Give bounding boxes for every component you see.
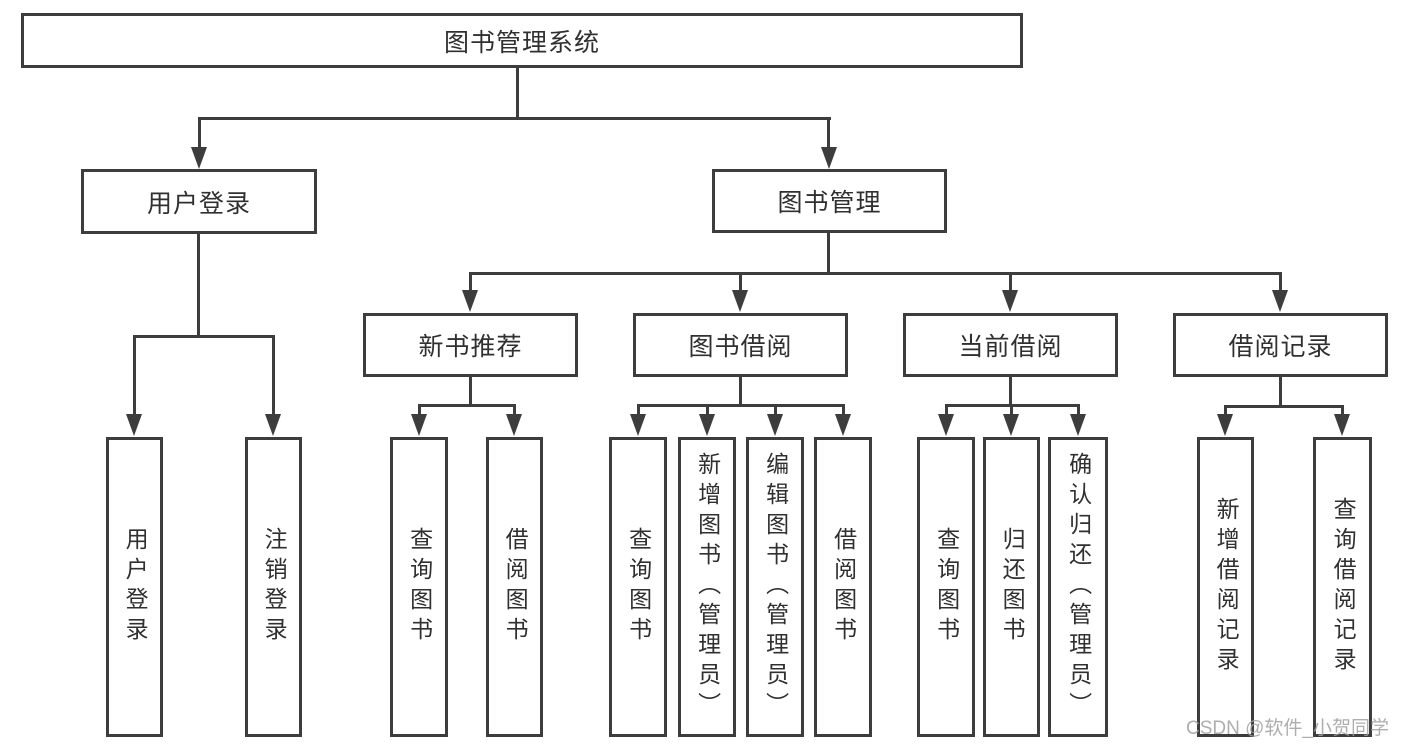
- node-book-borrowing: 图书借阅: [633, 313, 848, 377]
- node-borrowing-records-label: 借阅记录: [1228, 333, 1333, 361]
- arrowhead-down-icon: [126, 414, 142, 436]
- connector-line: [418, 404, 421, 415]
- connector-line: [272, 335, 275, 415]
- arrowhead-down-icon: [767, 414, 783, 436]
- node-edit-books-admin: 编辑图书（管理员）: [746, 437, 804, 737]
- node-book-management-label: 图书管理: [777, 189, 882, 217]
- node-query-books-current-label: 查询图书: [933, 527, 960, 647]
- connector-line: [133, 335, 136, 415]
- connector-line: [516, 68, 519, 120]
- arrowhead-down-icon: [938, 414, 954, 436]
- node-borrow-books-label: 借阅图书: [830, 527, 857, 647]
- node-current-borrowing: 当前借阅: [903, 313, 1118, 377]
- node-return-books: 归还图书: [983, 437, 1040, 737]
- arrowhead-down-icon: [1003, 414, 1019, 436]
- node-user-login-leaf: 用户登录: [106, 437, 163, 737]
- connector-line: [1224, 405, 1344, 408]
- node-query-books-recommend-label: 查询图书: [406, 527, 433, 647]
- connector-line: [945, 404, 948, 415]
- node-query-books-borrow: 查询图书: [609, 437, 667, 737]
- arrowhead-down-icon: [1002, 290, 1018, 312]
- node-query-books-recommend: 查询图书: [390, 437, 448, 737]
- connector-line: [198, 117, 201, 150]
- node-confirm-return-admin-label: 确认归还（管理员）: [1065, 452, 1092, 722]
- node-query-books-current: 查询图书: [917, 437, 975, 737]
- connector-line: [469, 272, 1282, 275]
- connector-line: [827, 233, 830, 275]
- node-add-borrow-record-label: 新增借阅记录: [1213, 497, 1240, 677]
- connector-line: [469, 272, 472, 292]
- node-library-management-system: 图书管理系统: [21, 13, 1023, 68]
- node-user-login-label: 用户登录: [146, 189, 251, 218]
- connector-line: [198, 117, 831, 120]
- node-confirm-return-admin: 确认归还（管理员）: [1048, 437, 1108, 737]
- watermark: CSDN @软件_小贺同学: [1186, 718, 1389, 739]
- arrowhead-down-icon: [630, 414, 646, 436]
- arrowhead-down-icon: [506, 414, 522, 436]
- arrowhead-down-icon: [1217, 414, 1233, 436]
- node-new-book-recommendation-label: 新书推荐: [418, 333, 523, 361]
- connector-line: [637, 404, 845, 407]
- node-return-books-label: 归还图书: [999, 527, 1026, 647]
- connector-line: [1009, 272, 1012, 292]
- node-user-login-leaf-label: 用户登录: [122, 527, 149, 647]
- connector-line: [842, 404, 845, 415]
- connector-line: [1077, 404, 1080, 415]
- arrowhead-down-icon: [732, 290, 748, 312]
- arrowhead-down-icon: [191, 147, 207, 169]
- arrowhead-down-icon: [411, 414, 427, 436]
- node-borrow-books-recommend: 借阅图书: [486, 437, 543, 737]
- connector-line: [469, 377, 472, 407]
- node-user-login: 用户登录: [81, 169, 317, 234]
- connector-line: [1010, 404, 1013, 415]
- node-add-borrow-record: 新增借阅记录: [1197, 437, 1254, 737]
- connector-line: [1341, 405, 1344, 415]
- node-current-borrowing-label: 当前借阅: [958, 333, 1063, 361]
- connector-line: [827, 117, 830, 150]
- connector-line: [706, 404, 709, 415]
- arrowhead-down-icon: [1272, 290, 1288, 312]
- arrowhead-down-icon: [699, 414, 715, 436]
- arrowhead-down-icon: [835, 414, 851, 436]
- connector-line: [133, 335, 275, 338]
- connector-line: [1224, 405, 1227, 415]
- node-edit-books-admin-label: 编辑图书（管理员）: [762, 452, 789, 722]
- node-borrow-books: 借阅图书: [814, 437, 872, 737]
- arrowhead-down-icon: [1334, 414, 1350, 436]
- connector-line: [1009, 377, 1012, 407]
- node-logout-label: 注销登录: [261, 527, 288, 647]
- node-library-management-system-label: 图书管理系统: [443, 28, 600, 57]
- arrowhead-down-icon: [821, 147, 837, 169]
- connector-line: [1279, 375, 1282, 407]
- node-query-borrow-record: 查询借阅记录: [1313, 437, 1372, 737]
- connector-line: [774, 404, 777, 415]
- node-query-borrow-record-label: 查询借阅记录: [1330, 497, 1357, 677]
- connector-line: [418, 404, 516, 407]
- node-book-management: 图书管理: [712, 169, 947, 233]
- connector-line: [1279, 272, 1282, 292]
- node-book-borrowing-label: 图书借阅: [688, 333, 793, 361]
- connector-line: [513, 404, 516, 415]
- arrowhead-down-icon: [265, 414, 281, 436]
- node-borrow-books-recommend-label: 借阅图书: [502, 527, 529, 647]
- node-new-book-recommendation: 新书推荐: [363, 313, 578, 377]
- connector-line: [739, 272, 742, 292]
- node-logout: 注销登录: [245, 437, 302, 737]
- connector-line: [197, 234, 200, 337]
- arrowhead-down-icon: [1070, 414, 1086, 436]
- node-add-books-admin-label: 新增图书（管理员）: [694, 452, 721, 722]
- connector-line: [637, 404, 640, 415]
- arrowhead-down-icon: [462, 290, 478, 312]
- connector-line: [739, 377, 742, 407]
- node-query-books-borrow-label: 查询图书: [625, 527, 652, 647]
- node-add-books-admin: 新增图书（管理员）: [678, 437, 736, 737]
- node-borrowing-records: 借阅记录: [1173, 313, 1388, 377]
